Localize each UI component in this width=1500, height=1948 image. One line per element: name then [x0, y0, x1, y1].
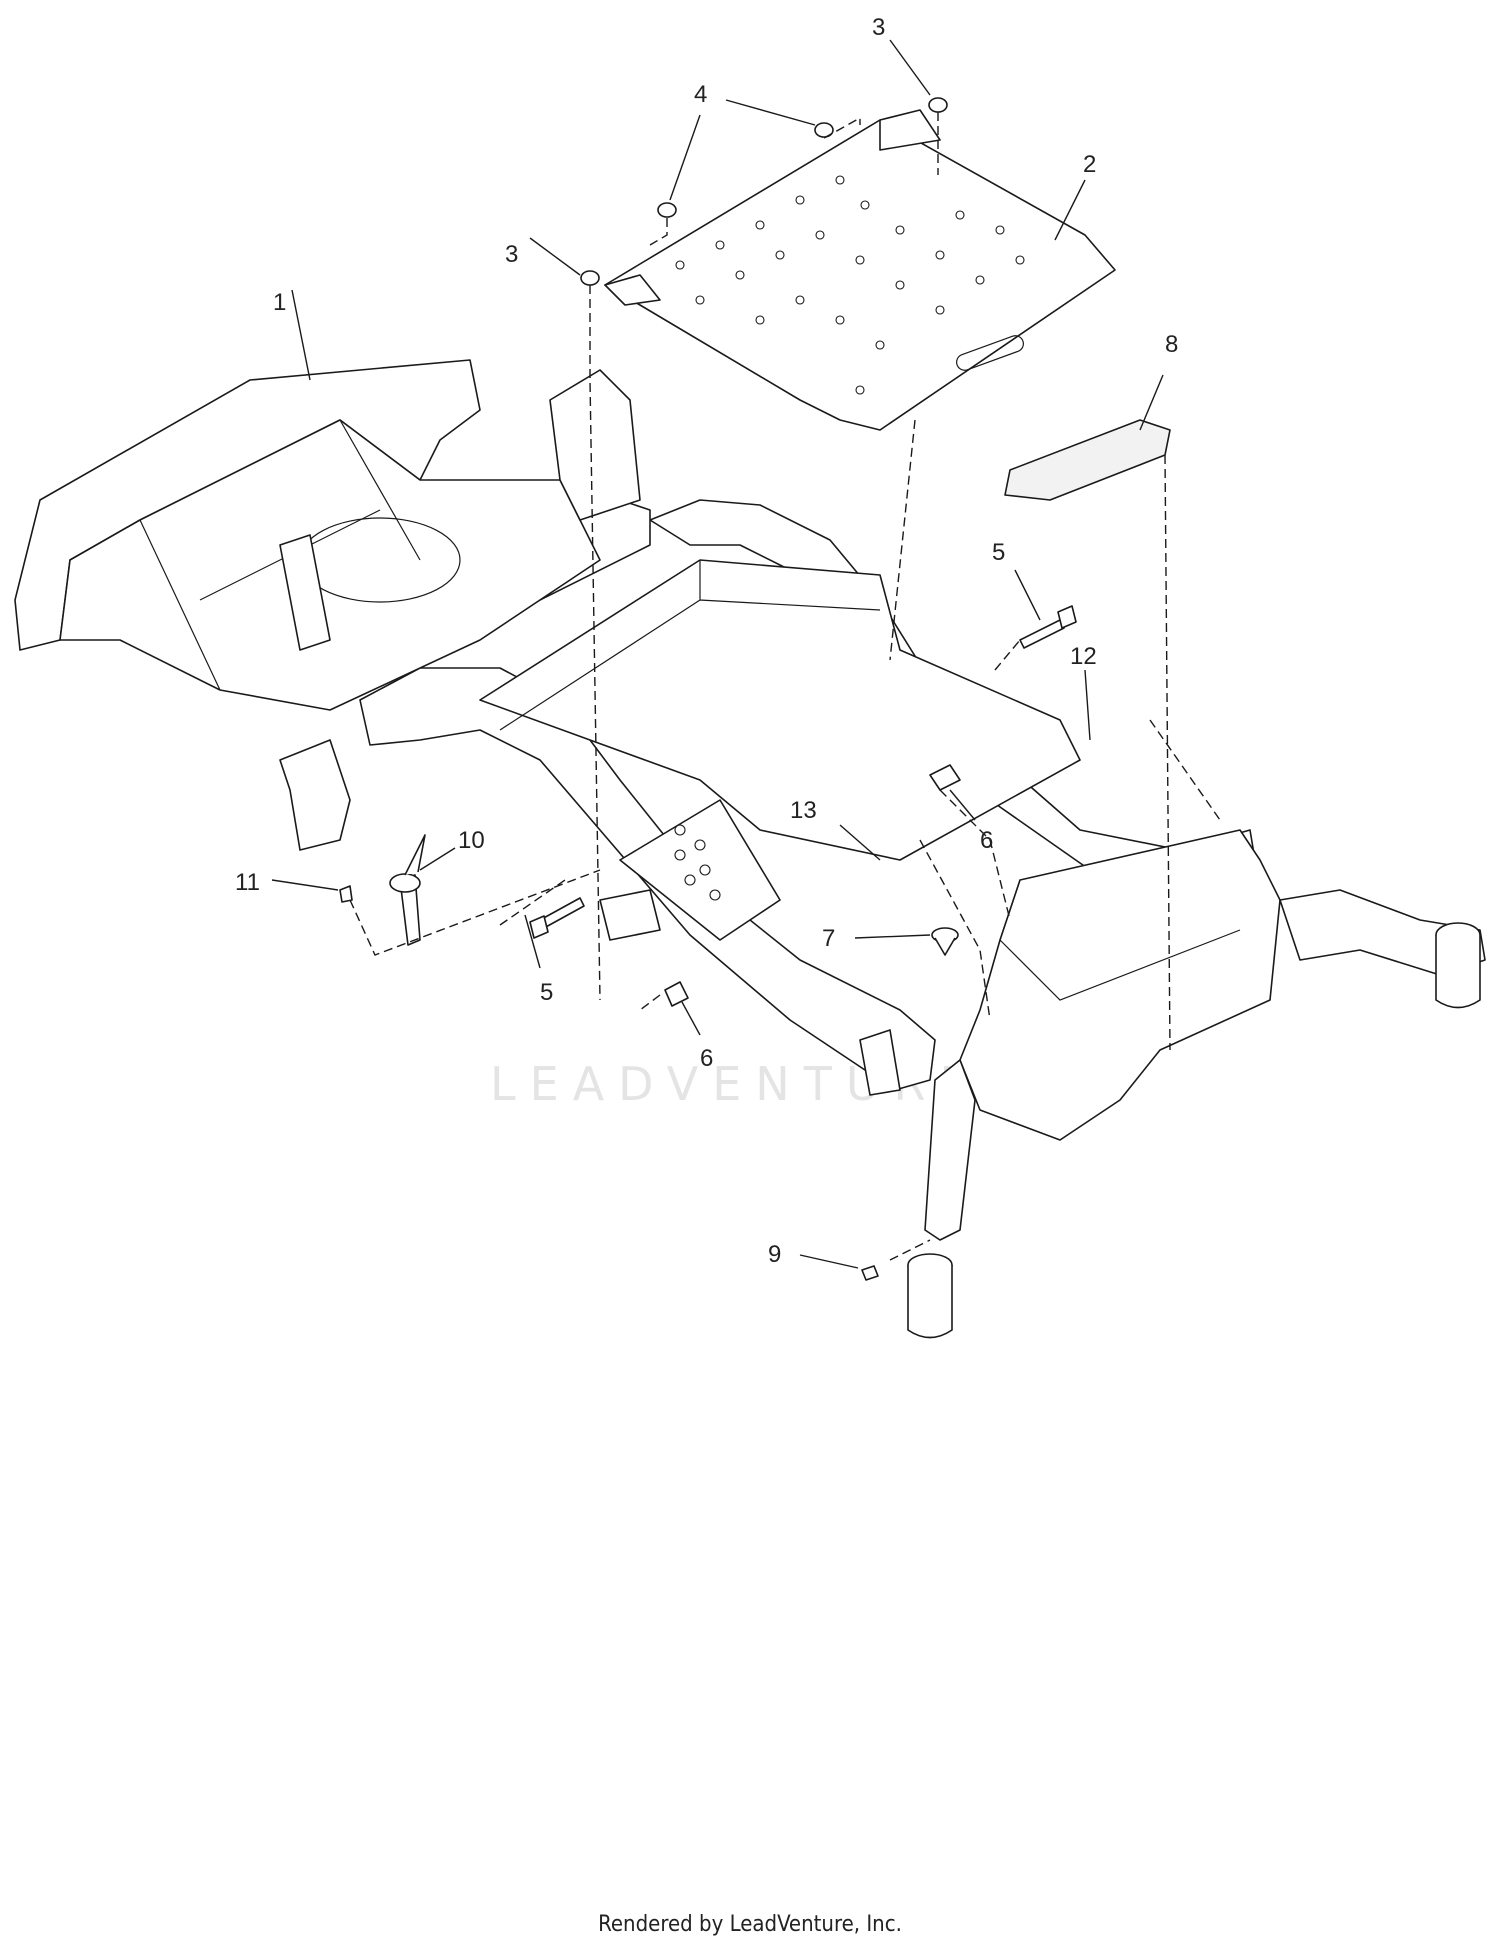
spacer-right — [929, 764, 961, 791]
callout-labels: 1 2 3 3 4 5 5 6 6 7 8 9 10 11 12 13 — [235, 14, 1178, 1268]
nut-bottom — [861, 1265, 879, 1281]
callout-6-right: 6 — [980, 827, 993, 854]
plate-holes — [675, 175, 1025, 395]
callout-8: 8 — [1165, 331, 1178, 358]
foot-plate — [619, 799, 781, 941]
assembly-lines — [349, 112, 1221, 1261]
nut-washer-parts — [580, 97, 948, 286]
callout-2: 2 — [1083, 151, 1096, 178]
callout-9: 9 — [768, 1241, 781, 1268]
callout-12: 12 — [1070, 643, 1097, 670]
handle-lever — [389, 834, 426, 946]
callout-13: 13 — [790, 797, 817, 824]
spacer-left — [664, 981, 689, 1007]
callout-3-left: 3 — [505, 241, 518, 268]
callout-11: 11 — [235, 869, 260, 896]
callout-5-right: 5 — [992, 539, 1005, 566]
perforated-plate — [604, 109, 1116, 431]
callout-3-top: 3 — [872, 14, 885, 41]
label-decal — [1004, 419, 1171, 501]
callout-leaders — [271, 39, 1164, 1269]
callout-1: 1 — [273, 289, 286, 316]
callout-7: 7 — [822, 925, 835, 952]
bumper — [931, 927, 959, 956]
callout-10: 10 — [458, 827, 485, 854]
callout-6-left: 6 — [700, 1045, 713, 1072]
seat-mount — [14, 359, 641, 711]
pin-small — [339, 885, 353, 903]
callout-4: 4 — [694, 81, 707, 108]
callout-5-left: 5 — [540, 979, 553, 1006]
bolt-lower — [529, 897, 585, 939]
footer-credit: Rendered by LeadVenture, Inc. — [598, 1912, 902, 1937]
bolt-upper — [1019, 605, 1077, 649]
